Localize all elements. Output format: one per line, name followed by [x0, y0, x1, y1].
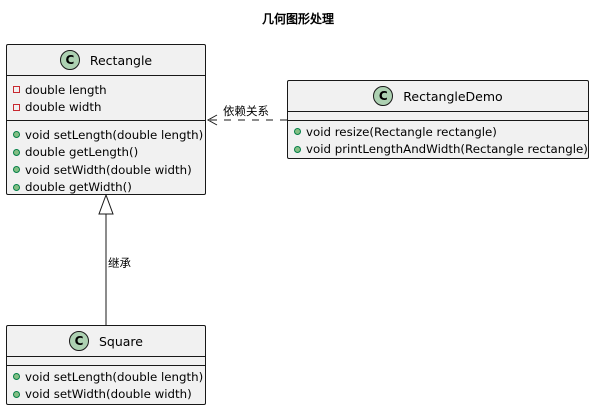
fields-section: double length double width [7, 76, 205, 120]
method-text: double getWidth() [25, 180, 132, 195]
class-header: C RectangleDemo [288, 81, 588, 111]
methods-section: void setLength(double length) double get… [7, 121, 205, 200]
method-text: void setLength(double length) [25, 127, 204, 142]
class-rectangle[interactable]: C Rectangle double length double width v… [6, 44, 206, 195]
method-text: void printLengthAndWidth(Rectangle recta… [306, 142, 588, 157]
method-text: void setWidth(double width) [25, 387, 192, 402]
diagram-title: 几何图形处理 [261, 12, 334, 26]
field-text: double length [25, 82, 107, 97]
method-row: void setWidth(double width) [7, 386, 205, 404]
method-row: double getLength() [7, 144, 205, 162]
class-name: Square [98, 333, 143, 349]
methods-section: void setLength(double length) void setWi… [7, 366, 205, 407]
divider [288, 111, 588, 112]
method-text: void resize(Rectangle rectangle) [306, 124, 497, 139]
divider [288, 120, 588, 121]
field-row: double length [7, 81, 205, 99]
dependency-arrowhead [206, 114, 218, 126]
public-method-icon [294, 128, 301, 136]
class-badge-icon: C [59, 50, 80, 70]
method-row: void resize(Rectangle rectangle) [288, 123, 588, 141]
empty-fields-section [7, 357, 205, 365]
empty-fields-section [288, 112, 588, 120]
divider [7, 356, 205, 357]
class-square[interactable]: C Square void setLength(double length) v… [6, 325, 206, 405]
class-name: Rectangle [89, 52, 153, 68]
class-badge-icon: C [68, 331, 89, 351]
public-method-icon [13, 373, 20, 381]
method-text: void setLength(double length) [25, 369, 204, 384]
field-row: double width [7, 99, 205, 117]
method-row: void setWidth(double width) [7, 161, 205, 179]
public-method-icon [13, 166, 20, 174]
class-rectangle-demo[interactable]: C RectangleDemo void resize(Rectangle re… [287, 80, 589, 159]
inheritance-arrowhead [98, 193, 114, 215]
public-method-icon [13, 183, 20, 191]
methods-section: void resize(Rectangle rectangle) void pr… [288, 121, 588, 162]
divider [7, 75, 205, 76]
class-badge-icon: C [373, 86, 394, 106]
public-method-icon [294, 145, 301, 153]
method-text: void setWidth(double width) [25, 162, 192, 177]
public-method-icon [13, 131, 20, 139]
public-method-icon [13, 148, 20, 156]
method-row: void setLength(double length) [7, 368, 205, 386]
method-text: double getLength() [25, 145, 139, 160]
class-name: RectangleDemo [403, 88, 503, 104]
class-header: C Square [7, 326, 205, 356]
public-method-icon [13, 390, 20, 398]
divider [7, 365, 205, 366]
private-field-icon [13, 86, 20, 94]
method-row: void setLength(double length) [7, 126, 205, 144]
method-row: double getWidth() [7, 179, 205, 197]
divider [7, 120, 205, 121]
inheritance-label: 继承 [108, 256, 131, 270]
dependency-label: 依赖关系 [223, 104, 269, 118]
class-header: C Rectangle [7, 45, 205, 75]
private-field-icon [13, 103, 20, 111]
method-row: void printLengthAndWidth(Rectangle recta… [288, 141, 588, 159]
field-text: double width [25, 100, 102, 115]
